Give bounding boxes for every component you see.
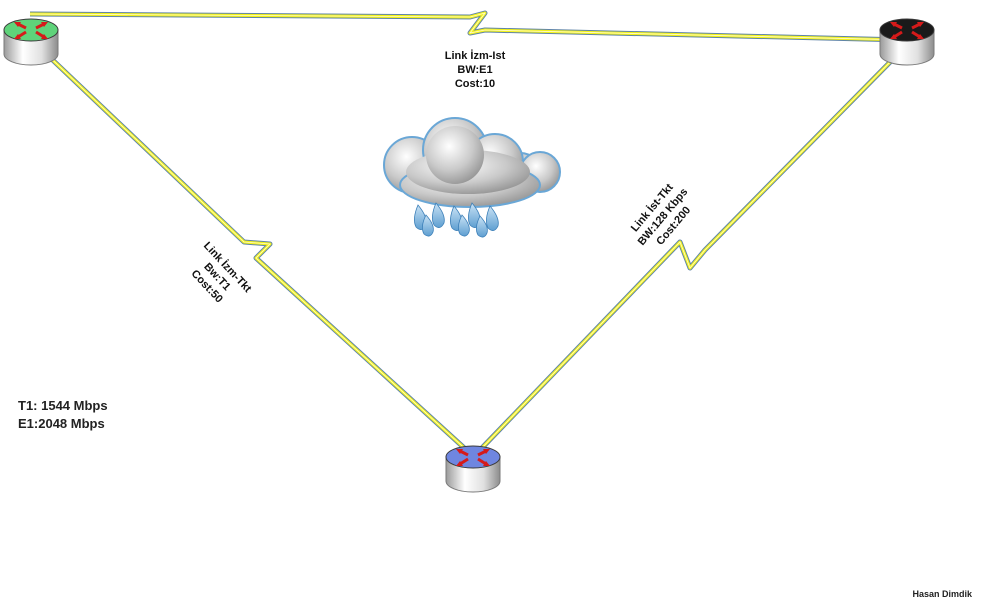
- router-icon[interactable]: [3, 18, 59, 66]
- legend-e1: E1:2048 Mbps: [18, 416, 105, 431]
- link-label-izm-ist: Link İzm-Ist BW:E1 Cost:10: [430, 49, 520, 91]
- link-bandwidth: BW:E1: [457, 64, 493, 76]
- author-credit: Hasan Dimdik: [912, 589, 972, 599]
- legend-t1: T1: 1544 Mbps: [18, 398, 108, 413]
- link-cost: Cost:10: [454, 78, 496, 90]
- link-ist-tkt: [476, 50, 902, 454]
- router-icon[interactable]: [445, 445, 501, 493]
- rain-cloud-icon: [383, 117, 561, 238]
- router-icon[interactable]: [879, 18, 935, 66]
- link-izm-tkt: [38, 46, 474, 457]
- bandwidth-legend: T1: 1544 Mbps E1:2048 Mbps: [18, 397, 108, 433]
- link-izm-ist: [29, 10, 909, 43]
- link-name: Link İzm-Ist: [444, 50, 506, 62]
